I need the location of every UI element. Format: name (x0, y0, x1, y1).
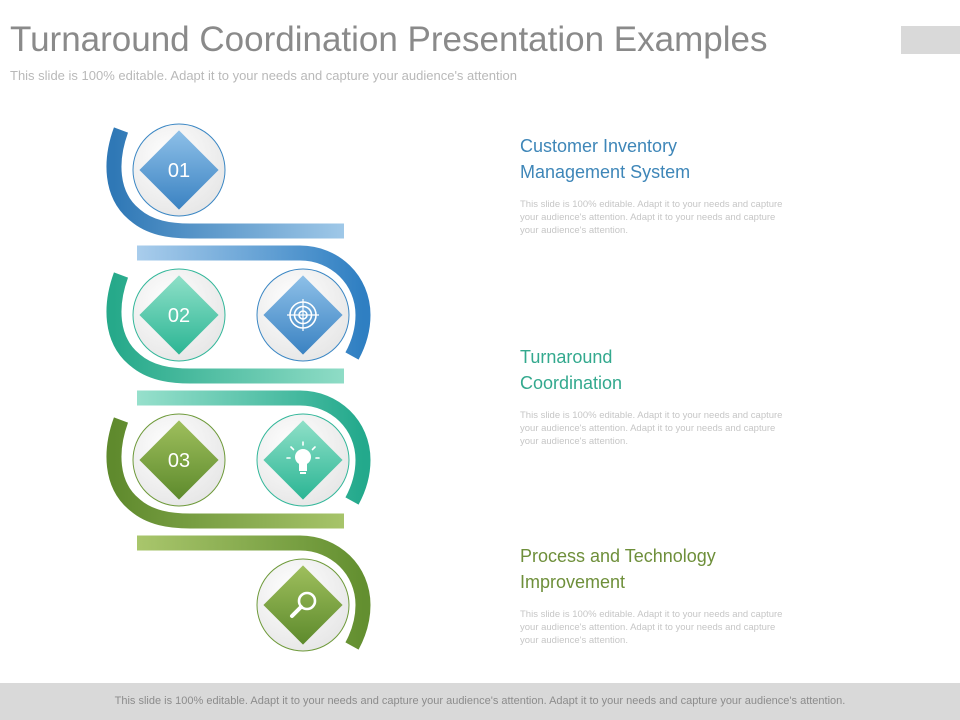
step-number: 02 (168, 305, 190, 327)
lightbulb-icon (256, 413, 350, 507)
band-green-right (137, 535, 371, 650)
item-title: Turnaround Coordination (520, 347, 623, 393)
slide-title: Turnaround Coordination Presentation Exa… (10, 20, 768, 59)
step-03: 03 (132, 413, 226, 507)
corner-decoration (901, 26, 960, 54)
step-number: 03 (168, 450, 190, 472)
band-green-left (106, 417, 344, 529)
item-description: This slide is 100% editable. Adapt it to… (520, 410, 783, 447)
band-teal-left (106, 272, 344, 384)
item-description: This slide is 100% editable. Adapt it to… (520, 199, 783, 236)
target-icon (256, 268, 350, 362)
band-blue-right (137, 245, 371, 360)
band-teal-right (137, 390, 371, 505)
item-customer-inventory: Customer Inventory Management System Thi… (520, 133, 830, 237)
step-01: 01 (132, 123, 226, 217)
footer-bar: This slide is 100% editable. Adapt it to… (0, 683, 960, 720)
item-title: Customer Inventory Management System (520, 136, 691, 182)
item-process-technology: Process and Technology Improvement This … (520, 543, 830, 647)
item-turnaround-coordination: Turnaround Coordination This slide is 10… (520, 344, 830, 448)
slide-subtitle: This slide is 100% editable. Adapt it to… (10, 68, 517, 83)
step-02: 02 (132, 268, 226, 362)
item-description: This slide is 100% editable. Adapt it to… (520, 609, 783, 646)
item-title: Process and Technology Improvement (520, 546, 716, 592)
band-blue-left (106, 127, 344, 239)
step-number: 01 (168, 160, 190, 182)
magnifier-icon (256, 558, 350, 652)
